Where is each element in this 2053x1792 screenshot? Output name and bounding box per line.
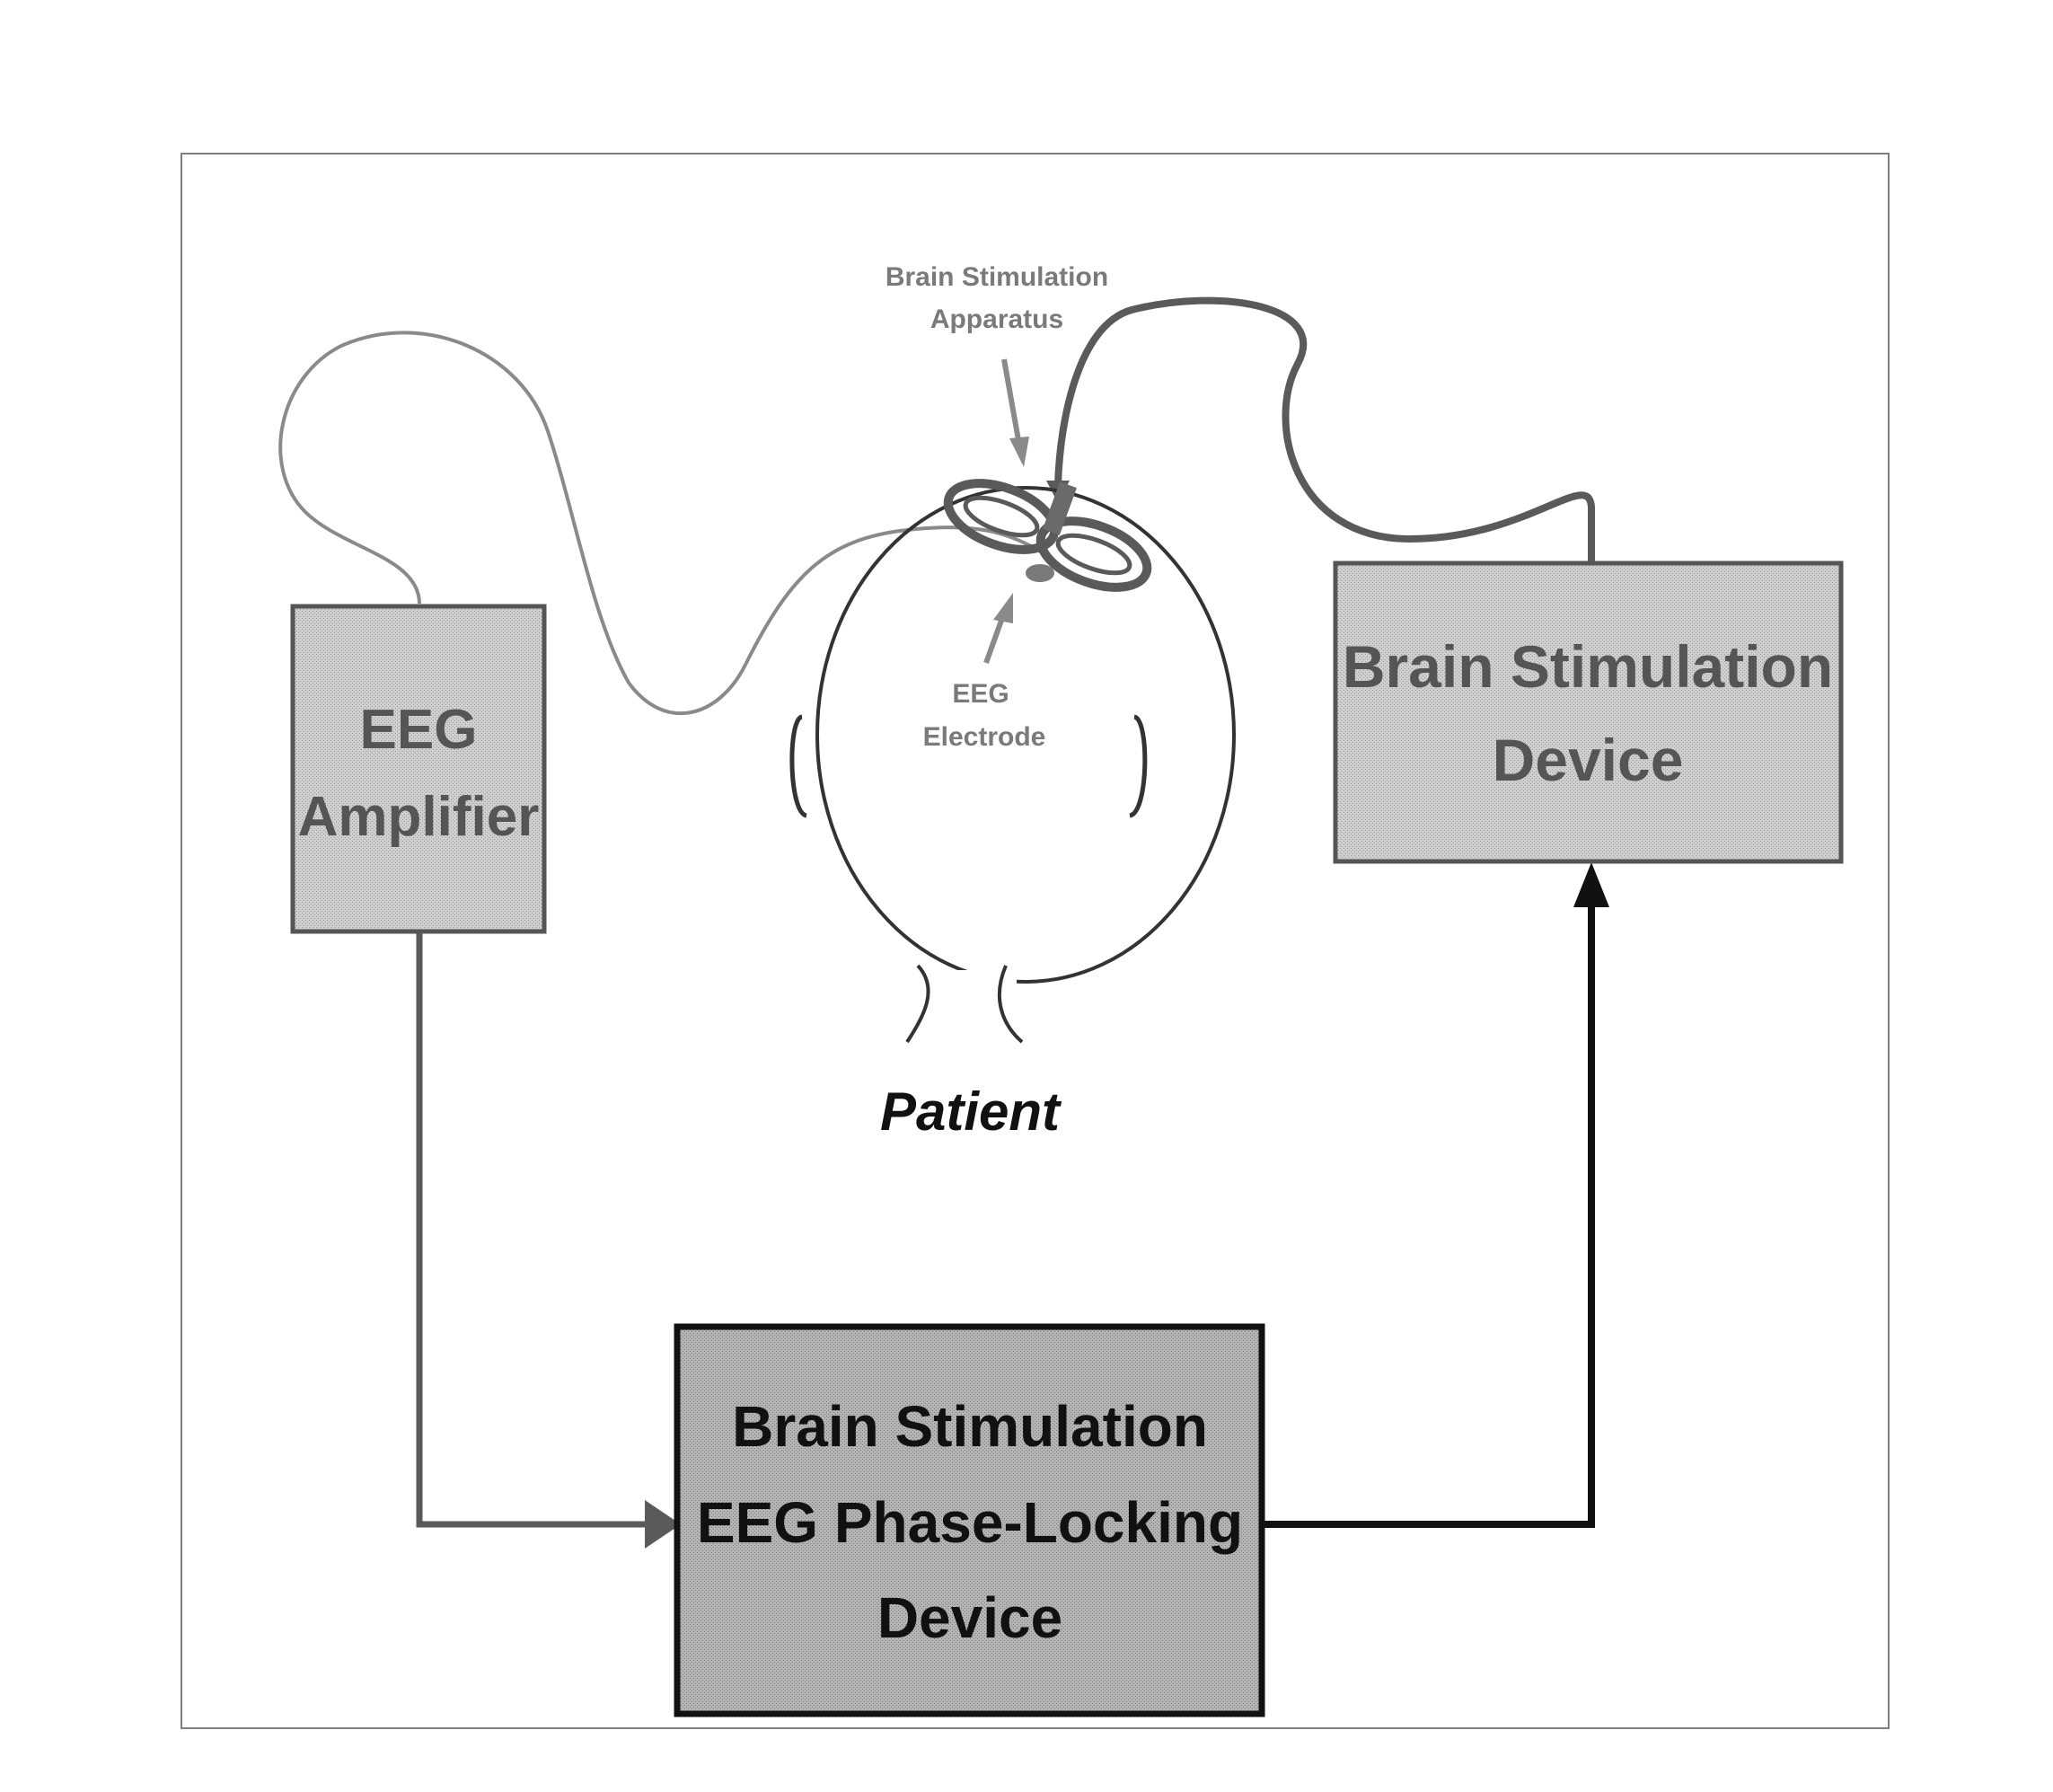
eeg-electrode: [1026, 564, 1054, 582]
eeg-amplifier-label-line1: EEG: [360, 699, 478, 761]
brain-stimulation-device-label-line1: Brain Stimulation: [1343, 633, 1833, 700]
brain-stimulation-device-label-line2: Device: [1493, 727, 1684, 793]
stimulation-apparatus-annotation-line2: Apparatus: [930, 305, 1063, 334]
electrode-pointer: [986, 618, 1002, 663]
apparatus-pointer: [1004, 359, 1018, 440]
patient-label: Patient: [880, 1081, 1062, 1142]
phase-lock-to-stimulator-arrowhead: [1573, 862, 1609, 907]
stimulation-cable: [1058, 301, 1591, 563]
phase-locking-device-label-line3: Device: [877, 1585, 1062, 1650]
eeg-amplifier-label-line2: Amplifier: [298, 786, 540, 848]
phase-lock-to-stimulator-connector: [1263, 905, 1591, 1524]
eeg-amplifier-box: [293, 606, 544, 931]
eeg-electrode-annotation-line2: Electrode: [923, 722, 1046, 752]
phase-locking-device-label-line2: EEG Phase-Locking: [697, 1490, 1243, 1555]
apparatus-pointer-head: [1009, 437, 1029, 467]
brain-stimulation-device-box: [1335, 563, 1841, 861]
stimulation-apparatus-annotation-line1: Brain Stimulation: [886, 262, 1108, 292]
phase-locking-device-label-line1: Brain Stimulation: [732, 1394, 1208, 1459]
eeg-electrode-annotation-line1: EEG: [952, 679, 1009, 709]
amplifier-to-phase-lock-connector: [419, 933, 665, 1524]
electrode-pointer-head: [993, 593, 1013, 623]
